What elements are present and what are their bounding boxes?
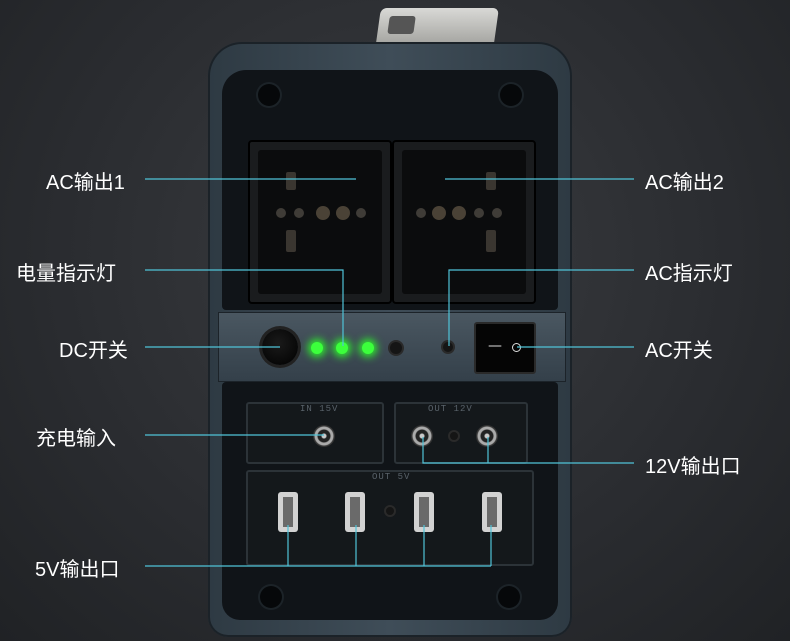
label-5v-output: 5V输出口 xyxy=(35,559,120,581)
label-ac-indicator: AC指示灯 xyxy=(645,263,733,285)
usb-port-1[interactable] xyxy=(278,492,298,532)
charge-input-port[interactable] xyxy=(313,425,335,447)
battery-led-2 xyxy=(336,342,348,354)
ac-rocker-switch[interactable] xyxy=(474,322,536,374)
battery-led-3 xyxy=(362,342,374,354)
5v-port-label: OUT 5V xyxy=(372,472,411,482)
label-ac-out-2: AC输出2 xyxy=(645,172,724,194)
line-5v xyxy=(145,525,492,567)
12v-indicator-dot xyxy=(450,432,458,440)
battery-led-4 xyxy=(390,342,402,354)
12v-output-port-1[interactable] xyxy=(411,425,433,447)
label-battery-indicator: 电量指示灯 xyxy=(16,263,116,285)
usb-indicator-dot xyxy=(386,507,394,515)
line-ac-indicator xyxy=(448,269,634,346)
screw-icon xyxy=(260,586,282,608)
12v-port-label: OUT 12V xyxy=(428,404,473,414)
label-dc-switch: DC开关 xyxy=(59,340,128,362)
screw-icon xyxy=(258,84,280,106)
line-12v xyxy=(422,437,634,464)
ac-outlet-1[interactable] xyxy=(248,140,392,304)
usb-port-2[interactable] xyxy=(345,492,365,532)
battery-led-1 xyxy=(311,342,323,354)
12v-output-port-2[interactable] xyxy=(476,425,498,447)
line-battery-led xyxy=(145,269,344,346)
input-port-label: IN 15V xyxy=(300,404,339,414)
label-ac-switch: AC开关 xyxy=(645,340,713,362)
label-charge-input: 充电输入 xyxy=(36,428,116,450)
usb-port-3[interactable] xyxy=(414,492,434,532)
screw-icon xyxy=(500,84,522,106)
label-12v-output: 12V输出口 xyxy=(645,456,741,478)
screw-icon xyxy=(498,586,520,608)
label-ac-out-1: AC输出1 xyxy=(46,172,125,194)
usb-port-4[interactable] xyxy=(482,492,502,532)
ac-indicator-led xyxy=(443,342,453,352)
